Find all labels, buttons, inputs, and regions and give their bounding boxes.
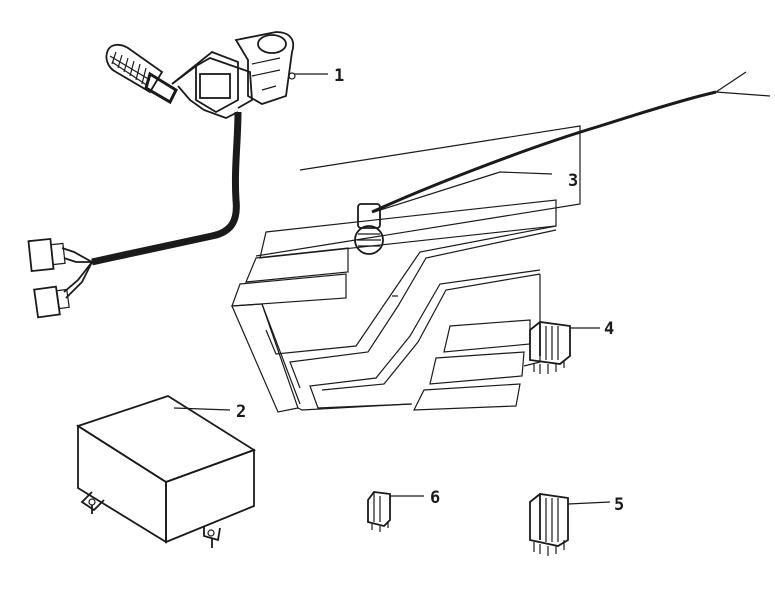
sensor-lead — [371, 90, 717, 214]
part-2-control-box — [75, 395, 257, 548]
mounting-frame-outline — [231, 125, 581, 413]
part-6-connector — [367, 491, 391, 532]
part-3-sensor — [354, 71, 771, 255]
leader-line-2 — [173, 407, 231, 411]
callout-labels: 1 2 3 4 5 6 — [236, 66, 624, 515]
harness-connector-lower — [33, 285, 70, 319]
switch-cable — [91, 111, 242, 266]
part-1-handlebar-switch — [27, 31, 296, 319]
callout-1: 1 — [334, 66, 344, 86]
leader-line-3 — [373, 171, 501, 213]
callout-5: 5 — [614, 495, 624, 515]
part-5-relay — [529, 493, 569, 556]
callout-6: 6 — [430, 488, 440, 508]
callout-4: 4 — [604, 319, 614, 339]
callout-2: 2 — [236, 402, 246, 422]
grip — [105, 43, 178, 105]
leader-lines — [173, 73, 611, 505]
switch-housing — [171, 31, 296, 119]
part-4-relay — [529, 321, 571, 374]
harness-connector-upper — [27, 237, 66, 273]
leader-line-5 — [567, 501, 611, 505]
callout-3: 3 — [568, 171, 578, 191]
